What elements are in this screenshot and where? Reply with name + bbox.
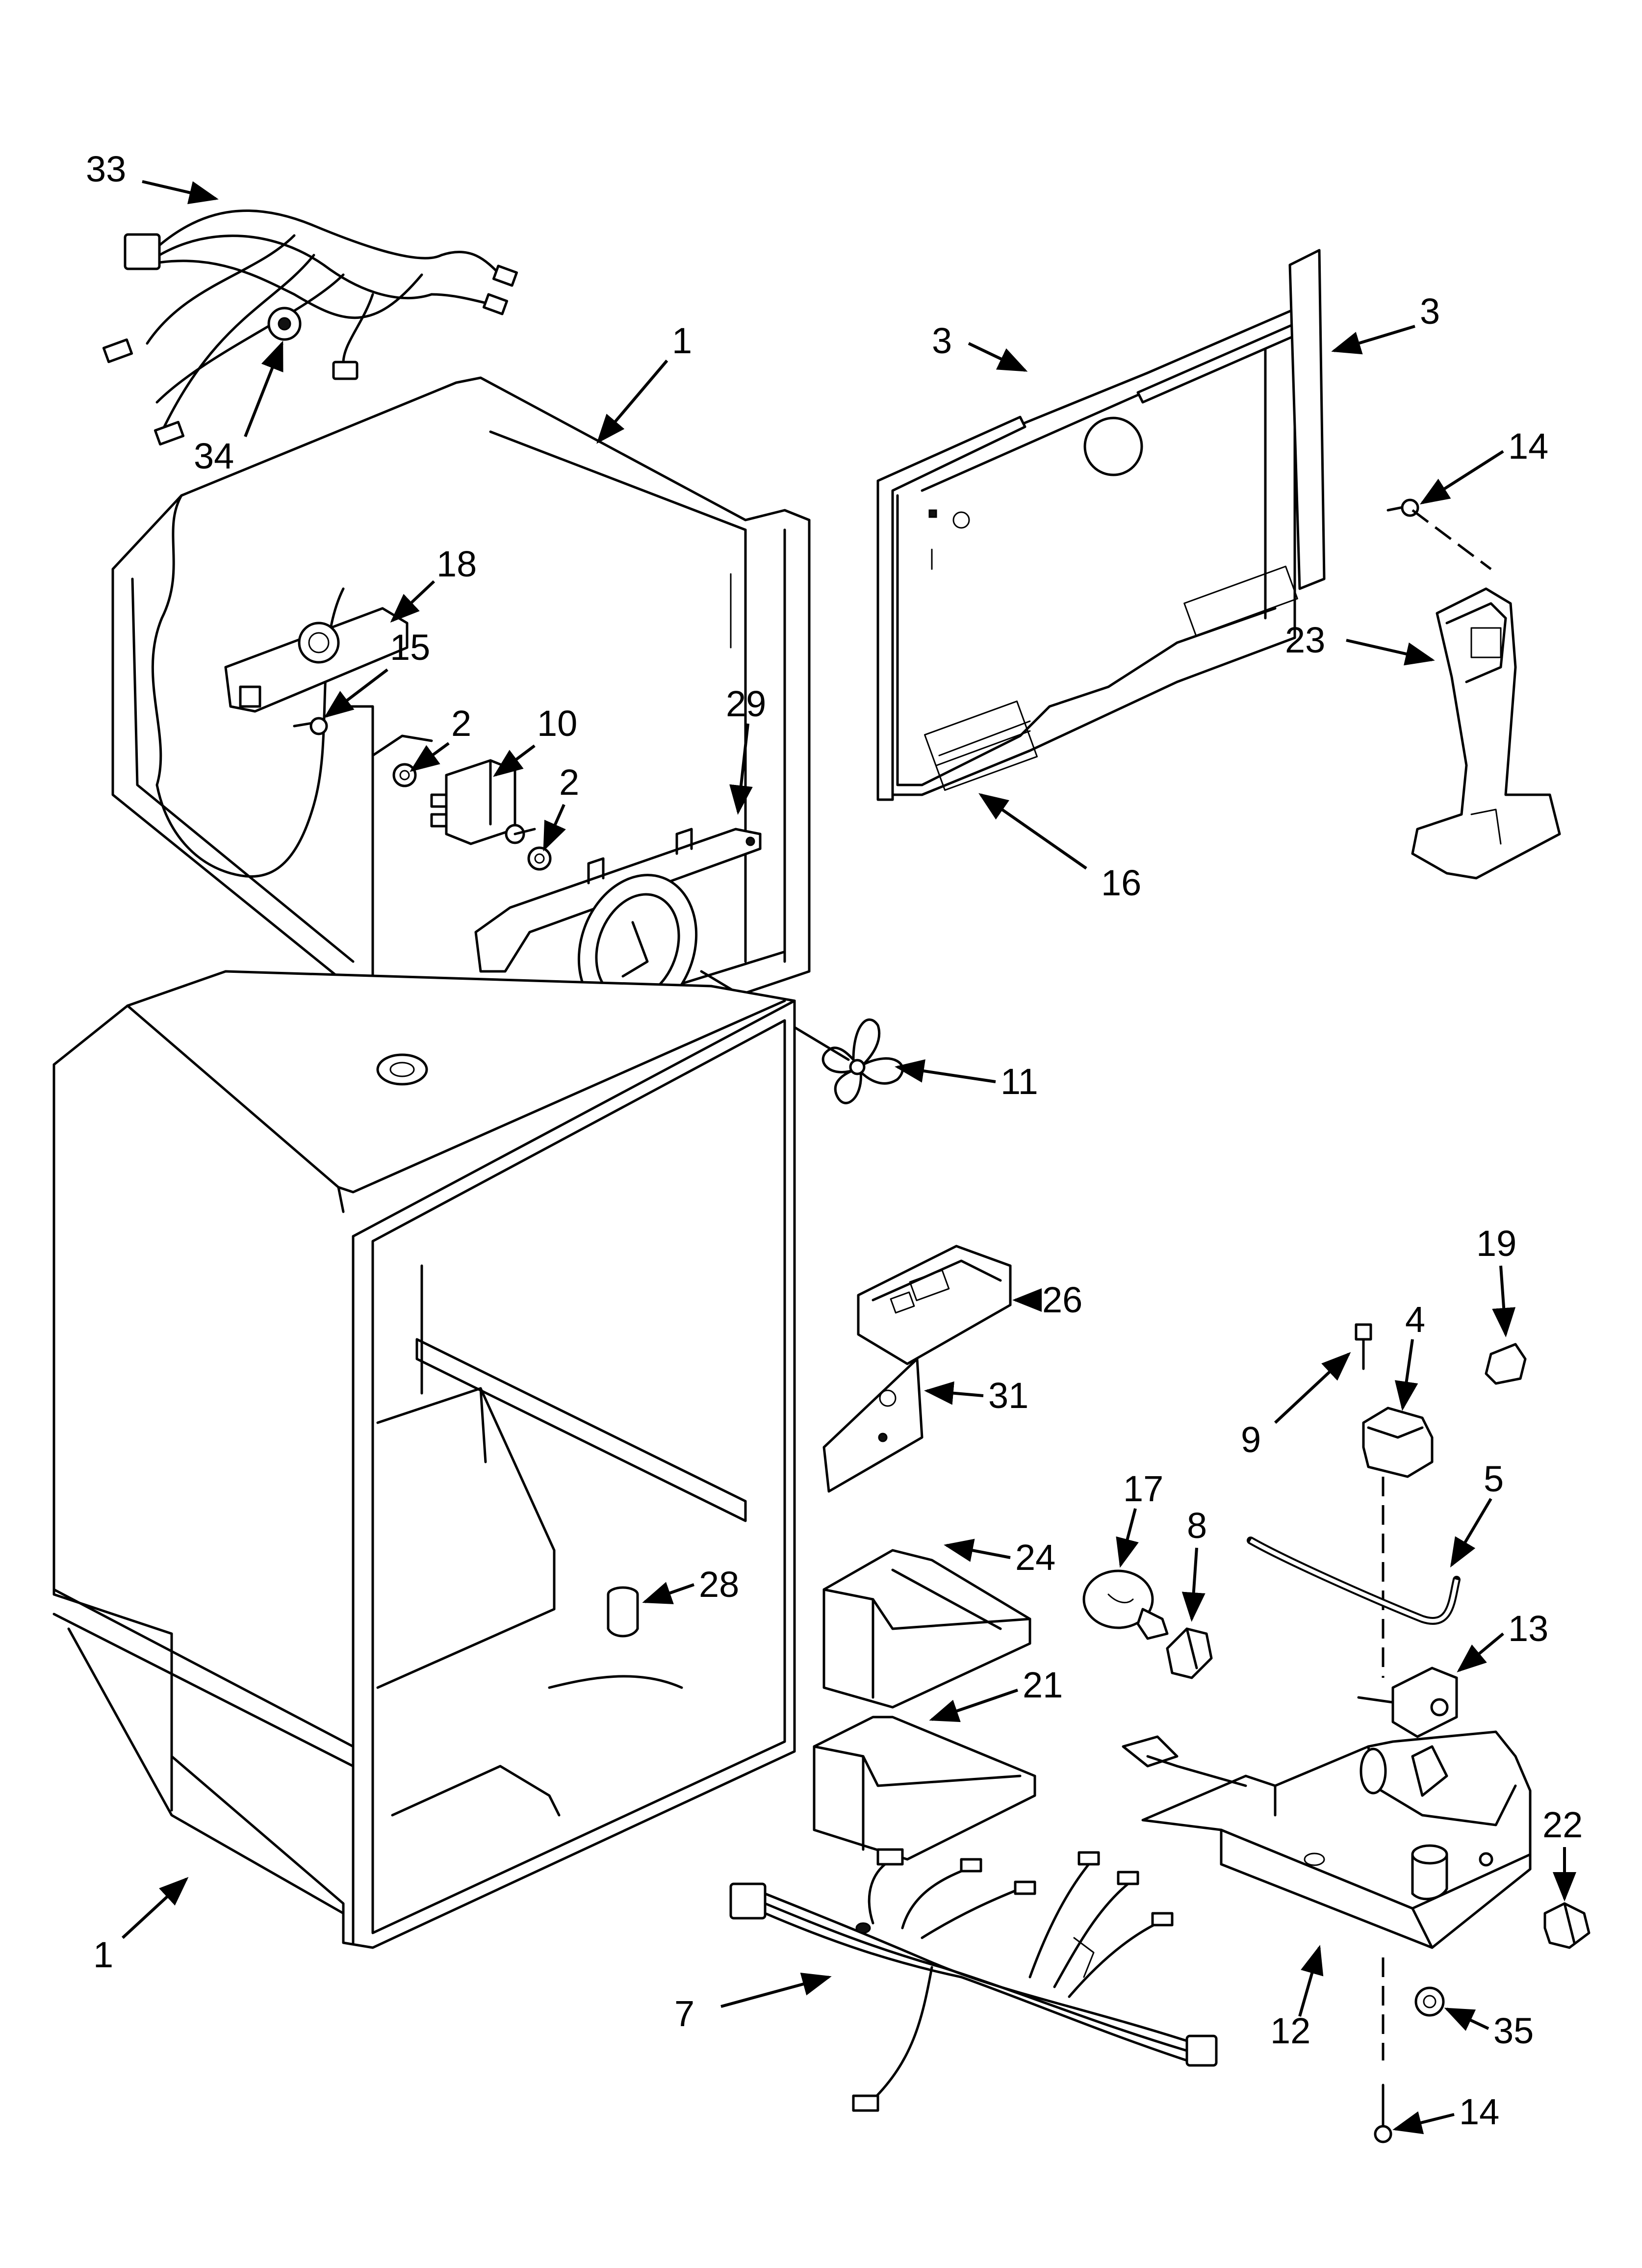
callout-24: 24	[1015, 1537, 1055, 1578]
light-bulb-17	[1082, 1569, 1169, 1640]
callout-14-bottom: 14	[1459, 2091, 1499, 2132]
grommet-35	[1414, 1986, 1445, 2017]
callout-28: 28	[699, 1564, 739, 1605]
bracket-31	[822, 1357, 924, 1493]
damper-duct-23	[1411, 587, 1561, 880]
gasket-strip-3-right	[1136, 249, 1326, 590]
callout-2b: 2	[559, 762, 579, 803]
control-housing-18	[224, 607, 409, 713]
gasket-strip-3-left	[876, 416, 1026, 801]
nut-2b	[527, 846, 552, 871]
control-13	[1357, 1667, 1458, 1738]
knob-22	[1543, 1902, 1591, 1949]
light-shield-21	[813, 1716, 1036, 1861]
control-panel-26	[857, 1245, 1012, 1365]
clip-19	[1485, 1343, 1527, 1385]
callouts: 33 34 1 18 15 2 10 2 29 11 3 3 14 23 16 …	[86, 149, 1583, 2135]
callout-10: 10	[537, 703, 577, 744]
refrigerator-liner-1	[52, 970, 796, 1949]
screw-14-bottom	[1374, 1957, 1392, 2143]
screw-14-top	[1386, 498, 1492, 570]
callout-15: 15	[390, 627, 430, 668]
nut-2a	[392, 763, 417, 787]
callout-2a: 2	[451, 703, 471, 744]
tray-housing-12	[1122, 1730, 1532, 1949]
wiring-harness-33	[102, 209, 518, 446]
callout-3-left: 3	[932, 320, 952, 361]
cap-4	[1362, 1407, 1434, 1478]
callout-14-top: 14	[1508, 426, 1548, 467]
callout-21: 21	[1023, 1665, 1063, 1705]
callout-18: 18	[436, 544, 477, 584]
screw-15	[293, 717, 328, 735]
callout-31: 31	[988, 1375, 1028, 1416]
callout-1-top: 1	[672, 320, 692, 361]
callout-19: 19	[1476, 1223, 1516, 1264]
tube-5	[1247, 1537, 1461, 1625]
callout-22: 22	[1542, 1804, 1583, 1845]
callout-23: 23	[1285, 620, 1325, 660]
callout-7: 7	[674, 1993, 694, 2034]
callout-4: 4	[1405, 1299, 1425, 1340]
callout-35: 35	[1493, 2010, 1534, 2051]
light-housing-24	[822, 1549, 1031, 1709]
evaporator-cover-16	[881, 308, 1298, 796]
callout-5: 5	[1484, 1459, 1504, 1499]
callout-1-bottom: 1	[93, 1934, 113, 1975]
thermostat-10	[430, 759, 536, 845]
fan-blade-11	[700, 970, 904, 1104]
light-socket-28	[607, 1586, 639, 1638]
callout-16: 16	[1101, 862, 1141, 903]
callout-33: 33	[86, 149, 126, 189]
screw-9	[1355, 1323, 1372, 1370]
callout-17: 17	[1123, 1468, 1163, 1509]
callout-3-right: 3	[1420, 291, 1440, 332]
wire-harness-7	[729, 1848, 1218, 2112]
switch-8	[1166, 1627, 1213, 1679]
callout-8: 8	[1187, 1505, 1207, 1546]
callout-34: 34	[194, 436, 234, 476]
callout-13: 13	[1508, 1608, 1548, 1649]
callout-9: 9	[1241, 1419, 1261, 1460]
callout-26: 26	[1042, 1279, 1082, 1320]
callout-29: 29	[726, 683, 766, 724]
callout-11: 11	[1001, 1061, 1038, 1102]
callout-12: 12	[1270, 2010, 1310, 2051]
